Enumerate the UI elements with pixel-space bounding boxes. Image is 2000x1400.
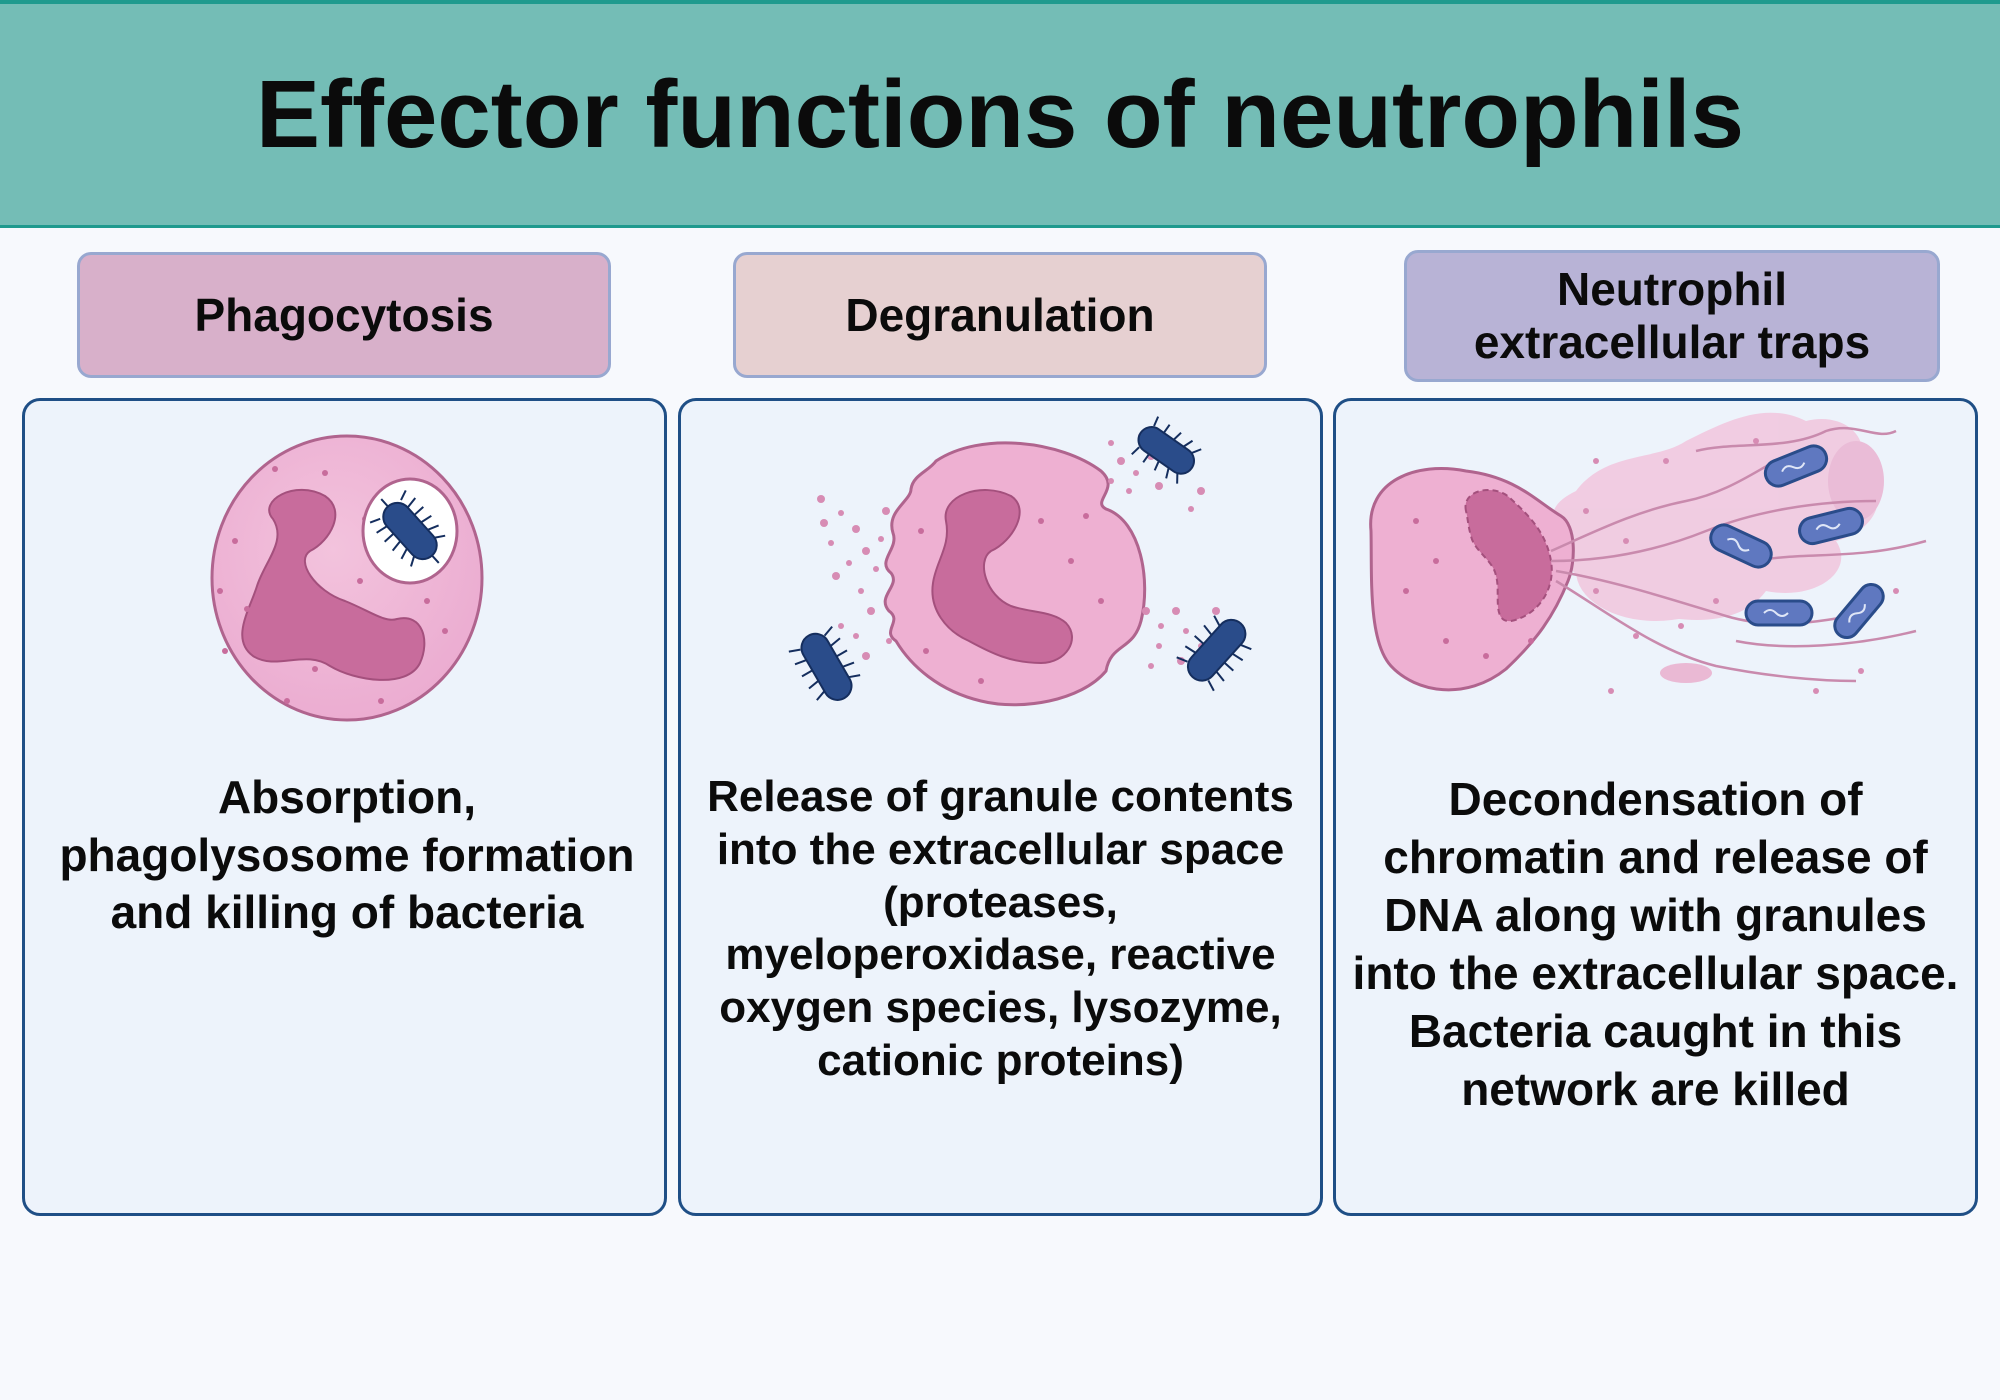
panel-nets: Decondensation of chromatin and release … bbox=[1333, 398, 1978, 1216]
label-degranulation: Degranulation bbox=[733, 252, 1267, 378]
title-banner: Effector functions of neutrophils bbox=[0, 0, 2000, 228]
degranulation-illustration bbox=[788, 416, 1252, 707]
nets-description: Decondensation of chromatin and release … bbox=[1352, 773, 1959, 1115]
nucleus bbox=[1464, 489, 1553, 623]
bacterium bbox=[369, 489, 446, 567]
label-nets: Neutrophil extracellular traps bbox=[1404, 250, 1940, 382]
phagocytosis-illustration bbox=[210, 434, 484, 722]
label-phagocytosis: Phagocytosis bbox=[77, 252, 611, 378]
granule-blob bbox=[1660, 663, 1712, 683]
nets-illustration bbox=[1369, 412, 1927, 694]
neutrophil-cell bbox=[210, 434, 484, 722]
bacterium-1 bbox=[1131, 416, 1202, 484]
bacteria-rods bbox=[1709, 444, 1885, 640]
neutrophil-cell bbox=[1369, 467, 1575, 692]
page-title: Effector functions of neutrophils bbox=[256, 60, 1744, 168]
granules bbox=[817, 433, 1220, 669]
degranulation-description: Release of granule contents into the ext… bbox=[707, 772, 1294, 1085]
nucleus bbox=[241, 488, 426, 681]
panel-degranulation: Release of granule contents into the ext… bbox=[678, 398, 1323, 1216]
panel-phagocytosis: Absorption, phagolysosome formation and … bbox=[22, 398, 667, 1216]
label-degranulation-text: Degranulation bbox=[845, 288, 1155, 341]
bacterium-3 bbox=[1176, 615, 1252, 692]
nucleus bbox=[931, 489, 1073, 665]
bacterium-2 bbox=[788, 626, 861, 701]
dna-strands bbox=[1550, 426, 1927, 683]
phagocytosis-description: Absorption, phagolysosome formation and … bbox=[59, 771, 635, 938]
label-nets-text: Neutrophil extracellular traps bbox=[1473, 263, 1871, 368]
neutrophil-cell bbox=[788, 416, 1252, 707]
label-phagocytosis-text: Phagocytosis bbox=[194, 288, 494, 341]
